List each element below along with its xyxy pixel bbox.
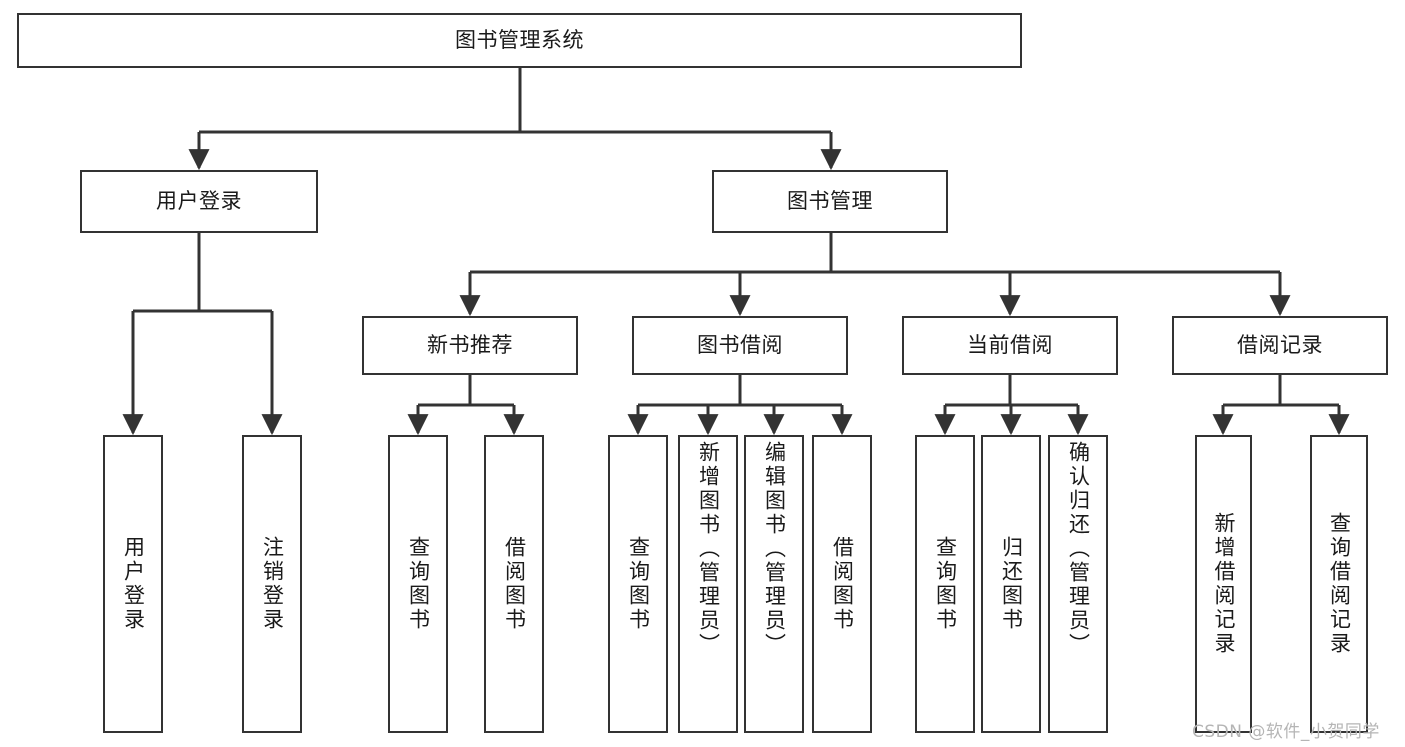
node-leaf-label: 借阅图书: [502, 536, 527, 632]
node-leaf-label: 查询借阅记录: [1327, 512, 1352, 656]
node-leaf-label: 查询图书: [626, 536, 651, 632]
node-leaf-label: 新增借阅记录: [1212, 512, 1236, 656]
node-leaf-label: 确认归还（管理员）: [1066, 441, 1091, 657]
node-book-borrow-label: 图书借阅: [697, 333, 783, 358]
node-root-system[interactable]: 图书管理系统: [17, 13, 1022, 68]
node-leaf-query-book-newrec[interactable]: 查询图书: [388, 435, 448, 733]
node-current-borrow[interactable]: 当前借阅: [902, 316, 1118, 375]
node-book-management[interactable]: 图书管理: [712, 170, 948, 233]
node-book-management-label: 图书管理: [787, 189, 873, 214]
node-user-login-label: 用户登录: [156, 189, 242, 214]
csdn-watermark: CSDN @软件_小贺同学: [1192, 722, 1380, 742]
node-leaf-add-borrow-record[interactable]: 新增借阅记录: [1195, 435, 1252, 733]
node-leaf-return-book[interactable]: 归还图书: [981, 435, 1041, 733]
node-leaf-query-borrow-record[interactable]: 查询借阅记录: [1310, 435, 1368, 733]
node-current-borrow-label: 当前借阅: [967, 333, 1053, 358]
node-leaf-label: 归还图书: [999, 536, 1024, 632]
node-user-login[interactable]: 用户登录: [80, 170, 318, 233]
node-new-book-recommend-label: 新书推荐: [427, 333, 513, 358]
node-new-book-recommend[interactable]: 新书推荐: [362, 316, 578, 375]
node-leaf-logout[interactable]: 注销登录: [242, 435, 302, 733]
node-leaf-query-book-borrow[interactable]: 查询图书: [608, 435, 668, 733]
node-leaf-borrow-book-newrec[interactable]: 借阅图书: [484, 435, 544, 733]
node-leaf-confirm-return-admin[interactable]: 确认归还（管理员）: [1048, 435, 1108, 733]
node-leaf-label: 新增图书（管理员）: [696, 441, 721, 657]
node-leaf-label: 注销登录: [260, 536, 285, 632]
node-leaf-label: 用户登录: [121, 536, 146, 632]
node-book-borrow[interactable]: 图书借阅: [632, 316, 848, 375]
node-leaf-edit-book-admin[interactable]: 编辑图书（管理员）: [744, 435, 804, 733]
node-leaf-label: 编辑图书（管理员）: [762, 441, 787, 657]
node-leaf-user-login[interactable]: 用户登录: [103, 435, 163, 733]
node-borrow-record[interactable]: 借阅记录: [1172, 316, 1388, 375]
node-leaf-borrow-book[interactable]: 借阅图书: [812, 435, 872, 733]
node-leaf-add-book-admin[interactable]: 新增图书（管理员）: [678, 435, 738, 733]
node-leaf-label: 借阅图书: [830, 536, 855, 632]
node-leaf-label: 查询图书: [933, 536, 958, 632]
node-root-label: 图书管理系统: [455, 28, 584, 53]
node-leaf-query-book-current[interactable]: 查询图书: [915, 435, 975, 733]
node-borrow-record-label: 借阅记录: [1237, 333, 1323, 358]
node-leaf-label: 查询图书: [406, 536, 431, 632]
